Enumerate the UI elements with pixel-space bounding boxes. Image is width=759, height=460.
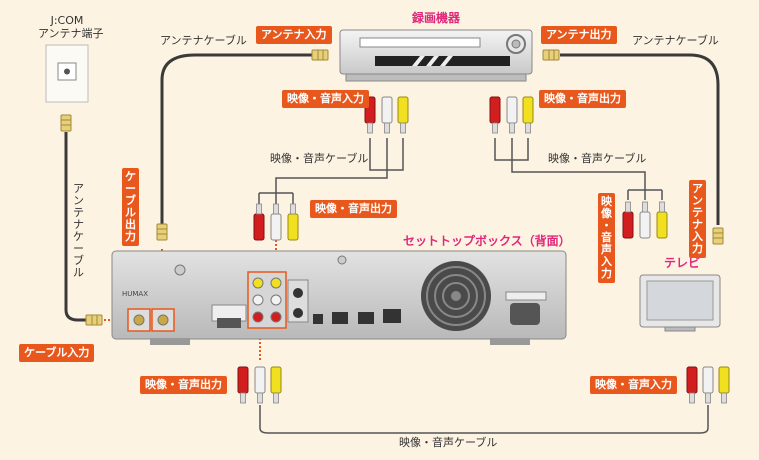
av-cable-bottom bbox=[259, 405, 709, 434]
badge-bottom-av-in: 映像・音声入力 bbox=[590, 376, 677, 394]
av-cable-left bbox=[258, 138, 404, 205]
jcom-label-line2: アンテナ端子 bbox=[38, 27, 104, 40]
tv-device bbox=[639, 274, 721, 332]
antenna-cable-vertical-label: アンテナケーブル bbox=[73, 182, 84, 279]
av-cable-left-label: 映像・音声ケーブル bbox=[270, 152, 369, 165]
recorder-device bbox=[339, 29, 533, 82]
antenna-cable-right bbox=[560, 53, 720, 225]
jcom-label-line1: J:COM bbox=[50, 14, 84, 27]
antenna-cable-left-label: アンテナケーブル bbox=[160, 34, 247, 47]
badge-stb-av-out: 映像・音声出力 bbox=[310, 200, 397, 218]
set-top-box-rear bbox=[111, 250, 567, 345]
stb-title: セットトップボックス（背面） bbox=[403, 234, 571, 248]
wall-antenna-outlet bbox=[45, 44, 89, 103]
recorder-title: 録画機器 bbox=[412, 11, 461, 25]
antenna-cable-wall bbox=[64, 132, 95, 322]
badge-rec-av-in: 映像・音声入力 bbox=[282, 90, 369, 108]
badge-antenna-in: アンテナ入力 bbox=[256, 26, 332, 44]
badge-bottom-av-out: 映像・音声出力 bbox=[140, 376, 227, 394]
tv-title: テレビ bbox=[664, 256, 701, 270]
badge-rec-av-out: 映像・音声出力 bbox=[539, 90, 626, 108]
badge-cable-out: ケーブル出力 bbox=[122, 168, 139, 246]
jcom-label: J:COM アンテナ端子 bbox=[38, 14, 104, 40]
av-cable-bottom-label: 映像・音声ケーブル bbox=[399, 436, 498, 449]
stb-brand: HUMAX bbox=[122, 290, 148, 298]
antenna-cable-right-label: アンテナケーブル bbox=[632, 34, 719, 47]
badge-tv-antenna-in: アンテナ入力 bbox=[689, 180, 706, 258]
av-cable-right-label: 映像・音声ケーブル bbox=[548, 152, 647, 165]
badge-cable-in: ケーブル入力 bbox=[19, 344, 95, 362]
badge-antenna-out: アンテナ出力 bbox=[541, 26, 617, 44]
av-cable-right bbox=[494, 138, 663, 200]
antenna-cable-left bbox=[160, 53, 312, 240]
badge-tv-av-in: 映像・音声入力 bbox=[598, 193, 615, 283]
